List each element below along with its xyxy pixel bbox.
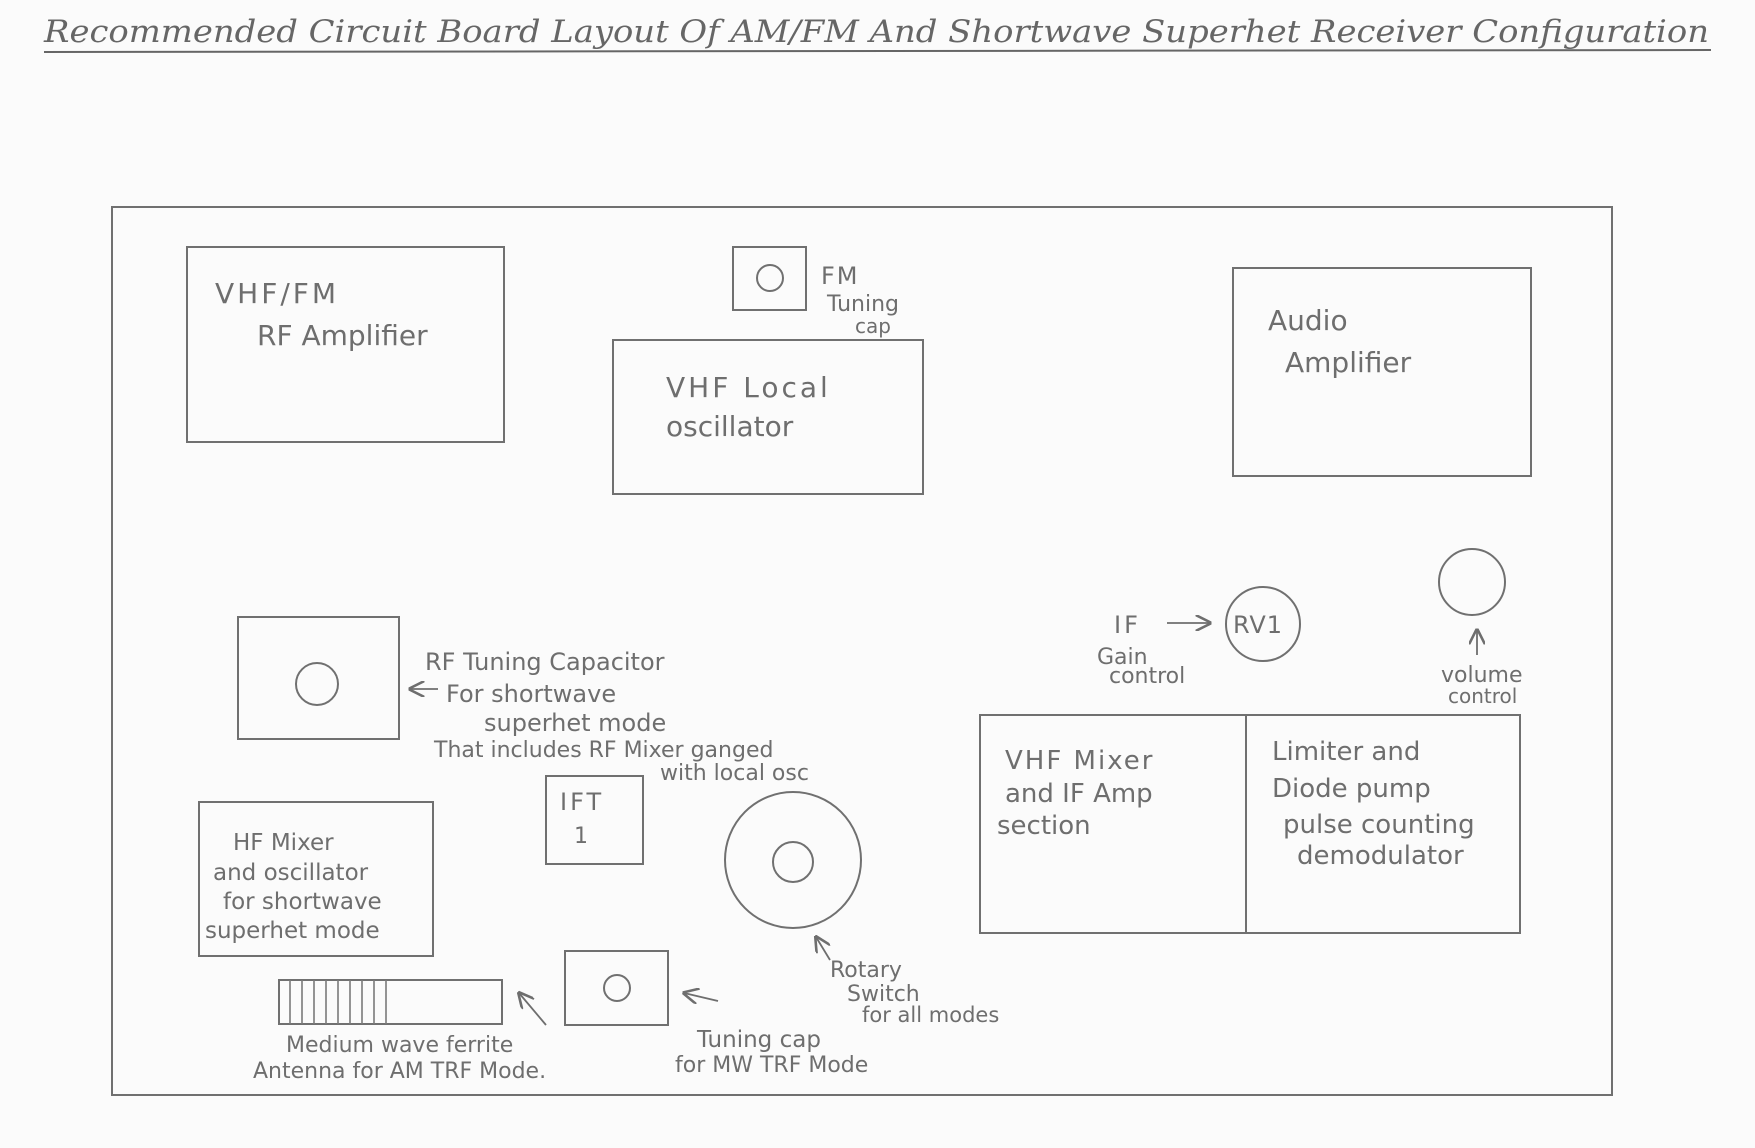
if-gain-label-2: Gain	[1097, 645, 1148, 670]
limiter-demod-label-1: Limiter and	[1272, 737, 1420, 767]
fm-tuning-cap-label-2: Tuning	[826, 292, 899, 317]
vhf-rf-amplifier-label-2: RF Amplifier	[257, 319, 428, 352]
limiter-demod-label-4: demodulator	[1297, 841, 1464, 871]
limiter-demod-label-2: Diode pump	[1272, 774, 1431, 804]
ift-1-label-1: IFT	[560, 788, 604, 816]
hf-mixer-oscillator-label-3: for shortwave	[223, 889, 382, 915]
mw-tuning-cap-arrow	[684, 993, 719, 1001]
rf-tuning-capacitor-shaft	[295, 662, 339, 706]
rotary-switch-label-1: Rotary	[830, 958, 902, 983]
fm-tuning-cap-box	[732, 246, 807, 311]
title-underline	[43, 49, 1712, 53]
limiter-demodulator-block	[1245, 714, 1521, 934]
fm-tuning-cap-shaft	[756, 264, 784, 292]
vhf-local-oscillator-block	[612, 339, 924, 495]
page-title: Recommended Circuit Board Layout Of AM/F…	[43, 14, 1709, 50]
board-outline	[111, 206, 1613, 1096]
audio-amplifier-block	[1232, 267, 1532, 477]
mw-tuning-cap-shaft	[603, 974, 631, 1002]
rf-tuning-capacitor-label-4: That includes RF Mixer ganged	[433, 738, 773, 763]
ferrite-antenna-label-1: Medium wave ferrite	[286, 1033, 513, 1058]
vhf-local-oscillator-label-1: VHF Local	[666, 371, 831, 404]
rf-tuning-capacitor-label-3: superhet mode	[484, 709, 666, 737]
volume-control-label-2: control	[1448, 684, 1517, 708]
rf-tuning-capacitor-box	[237, 616, 400, 740]
limiter-demod-label-3: pulse counting	[1283, 810, 1475, 840]
rf-tuning-capacitor-label-5: with local osc	[660, 761, 809, 786]
rotary-switch-label-2: Switch	[847, 982, 920, 1007]
vhf-local-oscillator-label-2: oscillator	[666, 410, 794, 443]
rv1-potentiometer	[1225, 586, 1301, 662]
audio-amplifier-label-1: Audio	[1268, 304, 1348, 337]
vhf-rf-amplifier-block	[186, 246, 505, 443]
ferrite-antenna-arrow	[519, 993, 547, 1026]
fm-tuning-cap-label-1: FM	[821, 262, 860, 290]
rotary-switch-label-3: for all modes	[862, 1003, 999, 1027]
vhf-rf-amplifier-label-1: VHF/FM	[215, 277, 339, 310]
rv1-label: RV1	[1233, 611, 1283, 639]
vhf-mixer-if-label-3: section	[997, 811, 1091, 841]
vhf-mixer-if-label-1: VHF Mixer	[1005, 746, 1155, 776]
hf-mixer-oscillator-label-1: HF Mixer	[233, 830, 334, 856]
rotary-switch-outer	[724, 791, 862, 929]
mw-tuning-cap-label-2: for MW TRF Mode	[675, 1053, 868, 1078]
hf-mixer-oscillator-label-4: superhet mode	[205, 918, 380, 944]
ferrite-antenna-label-2: Antenna for AM TRF Mode.	[253, 1059, 546, 1084]
rotary-switch-shaft	[772, 841, 814, 883]
vhf-mixer-if-label-2: and IF Amp	[1005, 779, 1153, 809]
hf-mixer-oscillator-block	[198, 801, 434, 957]
fm-tuning-cap-label-3: cap	[855, 314, 891, 338]
volume-control-knob	[1438, 548, 1506, 616]
ferrite-rod-antenna	[278, 979, 503, 1025]
audio-amplifier-label-2: Amplifier	[1285, 346, 1412, 379]
ift-1-block	[545, 775, 644, 865]
if-gain-label-1: IF	[1114, 611, 1141, 639]
rotary-switch-arrow	[816, 937, 831, 961]
rf-tuning-capacitor-label-1: RF Tuning Capacitor	[425, 648, 665, 676]
mw-tuning-cap-label-1: Tuning cap	[696, 1027, 821, 1053]
hf-mixer-oscillator-label-2: and oscillator	[213, 860, 369, 886]
volume-control-label-1: volume	[1441, 663, 1523, 688]
ift-1-label-2: 1	[574, 824, 588, 849]
if-gain-label-3: control	[1109, 664, 1185, 689]
mw-tuning-cap-box	[564, 950, 669, 1026]
rf-tuning-capacitor-label-2: For shortwave	[446, 680, 616, 708]
